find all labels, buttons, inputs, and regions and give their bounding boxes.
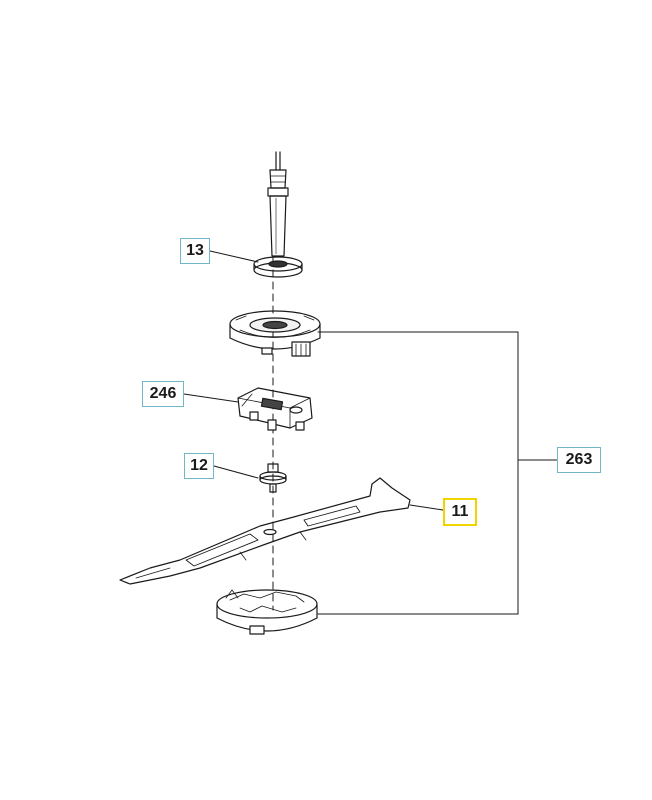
leader-lines	[183, 250, 444, 511]
callout-12[interactable]: 12	[184, 453, 214, 479]
callout-11[interactable]: 11	[443, 498, 477, 526]
lower-blade-adapter-icon	[216, 589, 318, 635]
washer-icon	[253, 256, 303, 278]
mower-blade-icon	[119, 477, 411, 585]
drive-shaft-icon	[267, 151, 289, 257]
assembly-bracket	[317, 331, 558, 615]
callout-246[interactable]: 246	[142, 381, 184, 407]
bolt-icon	[259, 463, 287, 493]
callout-263[interactable]: 263	[557, 447, 601, 473]
callout-13[interactable]: 13	[180, 238, 210, 264]
upper-blade-adapter-icon	[229, 310, 321, 357]
blade-holder-icon	[237, 387, 313, 431]
